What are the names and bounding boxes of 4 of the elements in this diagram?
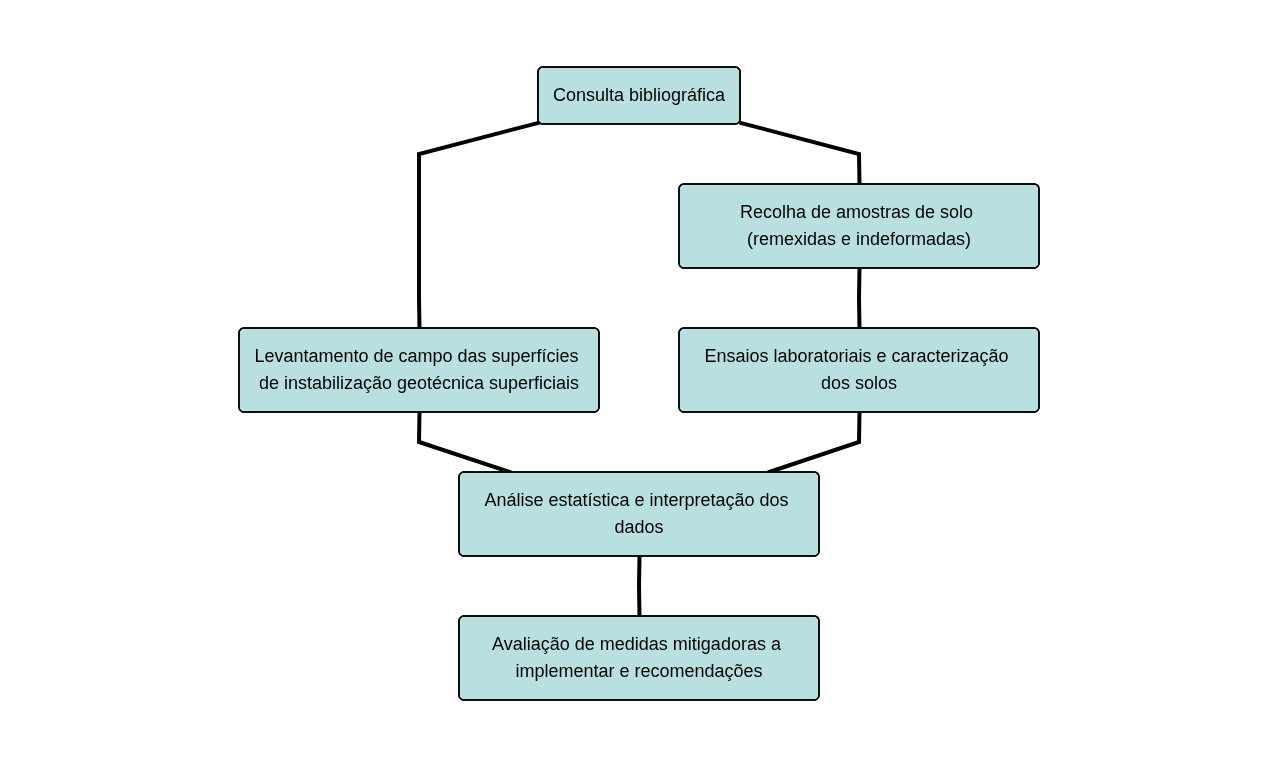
- connector: [856, 268, 861, 329]
- connector: [416, 120, 540, 329]
- connector: [738, 120, 861, 185]
- connector: [636, 556, 641, 617]
